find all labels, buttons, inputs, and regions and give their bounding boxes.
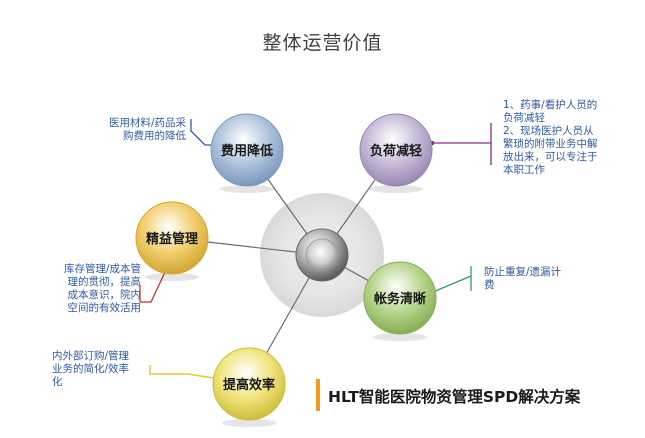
node-efficiency: 提高效率 (212, 347, 286, 427)
annotation-account: 防止重复/遗漏计 费 (484, 266, 562, 291)
node-label-cost: 费用降低 (221, 143, 273, 159)
node-circle-cost (210, 113, 284, 187)
node-label-efficiency: 提高效率 (223, 377, 275, 393)
footer-title: HLT智能医院物资管理SPD解决方案 (328, 388, 581, 406)
node-account: 帐务清晰 (363, 261, 437, 341)
annotation-cost: 医用材料/药品采 购费用的降低 (108, 117, 186, 142)
annotation-efficiency: 内外部订购/管理 业务的简化/效率 化 (52, 350, 130, 388)
node-circle-efficiency (212, 347, 286, 421)
annotation-burden: 1、药事/看护人员的 负荷减轻 2、现场医护人员从 繁琐的附带业务中解 放出来，… (503, 99, 598, 176)
node-circle-lean (135, 201, 209, 275)
hub-inner (305, 238, 339, 272)
node-shadow-efficiency (222, 419, 276, 427)
node-label-lean: 精益管理 (146, 231, 198, 247)
node-shadow-cost (220, 185, 274, 193)
node-label-burden: 负荷减轻 (370, 143, 422, 159)
node-circle-account (363, 261, 437, 335)
page-title: 整体运营价值 (262, 32, 383, 54)
node-burden: 负荷减轻 (359, 113, 433, 193)
node-shadow-account (373, 333, 427, 341)
node-shadow-burden (369, 185, 423, 193)
connector-efficiency (149, 365, 233, 382)
annotation-lean: 库存管理/成本管 理的贯彻，提高 成本意识，院内 空间的有效活用 (63, 263, 141, 314)
node-circle-burden (359, 113, 433, 187)
node-shadow-lean (145, 273, 199, 281)
footer-accent-bar (316, 379, 320, 411)
node-lean: 精益管理 (135, 201, 209, 281)
connector-cost (190, 119, 216, 146)
node-label-account: 帐务清晰 (374, 291, 426, 307)
node-cost: 费用降低 (210, 113, 284, 193)
